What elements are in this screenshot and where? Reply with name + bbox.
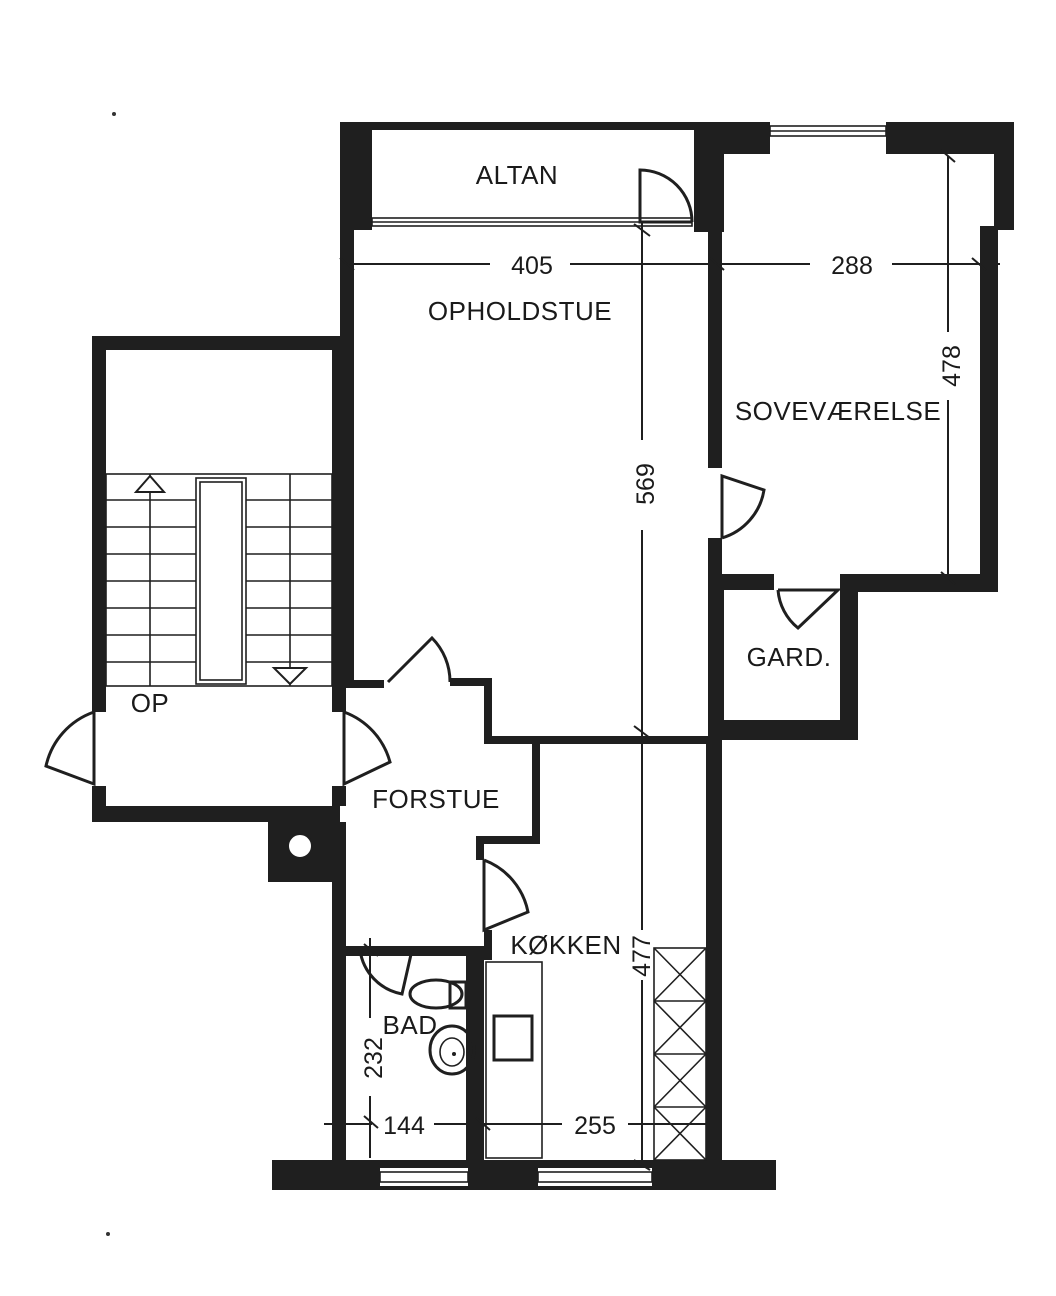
- scan-dot: [106, 1232, 110, 1236]
- room-label-kokken: KØKKEN: [510, 930, 621, 960]
- doors: [44, 168, 842, 996]
- room-label-gard: GARD.: [747, 642, 832, 672]
- stairwell: [92, 336, 354, 882]
- stair-down-arrow: [271, 667, 309, 686]
- dimension-lines: [324, 149, 1000, 1171]
- room-label-sovevaerelse: SOVEVÆRELSE: [735, 396, 941, 426]
- room-label-altan: ALTAN: [476, 160, 558, 190]
- stair-up-arrow: [133, 474, 167, 493]
- dimension-sovevaerelse-width: 288: [831, 252, 873, 280]
- dimension-kokken-width: 255: [574, 1112, 616, 1140]
- bathroom-fixtures: [408, 978, 476, 1076]
- room-label-opholdstue: OPHOLDSTUE: [428, 296, 612, 326]
- washbasin: [428, 1024, 476, 1076]
- shaft-opening: [287, 833, 313, 859]
- dimension-sovevaerelse-depth: 478: [938, 345, 966, 387]
- bedroom-walls: [714, 122, 1014, 592]
- room-label-forstue: FORSTUE: [372, 784, 500, 814]
- wardrobe-walls: [708, 574, 858, 740]
- dimension-opholdstue-width: 405: [511, 252, 553, 280]
- toilet: [408, 978, 464, 1010]
- dimension-opholdstue-depth: 569: [632, 463, 660, 505]
- dimension-bad-width: 144: [383, 1112, 425, 1140]
- room-label-bad: BAD: [383, 1010, 438, 1040]
- kitchen-sink: [492, 1014, 534, 1062]
- room-label-op: OP: [131, 688, 170, 718]
- hall-kitchen-bath-walls: [272, 736, 776, 1190]
- scan-dot: [112, 112, 116, 116]
- dimension-kokken-depth: 477: [628, 935, 656, 977]
- dimension-bad-depth: 232: [360, 1037, 388, 1079]
- kitchen-fixtures: [485, 947, 707, 1161]
